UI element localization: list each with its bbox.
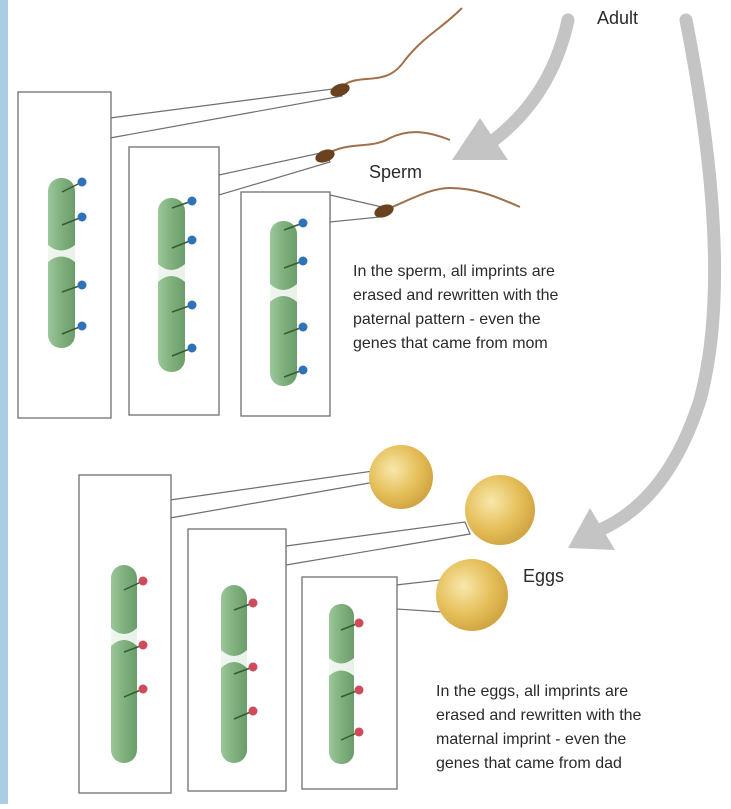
egg-note-line: erased and rewritten with the: [436, 704, 641, 728]
egg-note-line: genes that came from dad: [436, 752, 641, 776]
egg-note-line: In the eggs, all imprints are: [436, 680, 641, 704]
sperm-note-line: paternal pattern - even the: [353, 308, 558, 332]
sperm-imprint-note: In the sperm, all imprints are erased an…: [353, 260, 558, 356]
adult-to-sperm-arrow: [494, 20, 568, 140]
sperm-note-line: erased and rewritten with the: [353, 284, 558, 308]
sperm-label: Sperm: [369, 162, 422, 183]
egg-imprint-note: In the eggs, all imprints are erased and…: [436, 680, 641, 776]
sperm-note-line: In the sperm, all imprints are: [353, 260, 558, 284]
left-edge-band: [0, 0, 8, 804]
sperm-note-line: genes that came from mom: [353, 332, 558, 356]
egg-note-line: maternal imprint - even the: [436, 728, 641, 752]
adult-label: Adult: [597, 8, 638, 29]
eggs-label: Eggs: [523, 566, 564, 587]
adult-to-eggs-arrow: [600, 20, 715, 530]
sperm-panel-1: [18, 8, 462, 418]
